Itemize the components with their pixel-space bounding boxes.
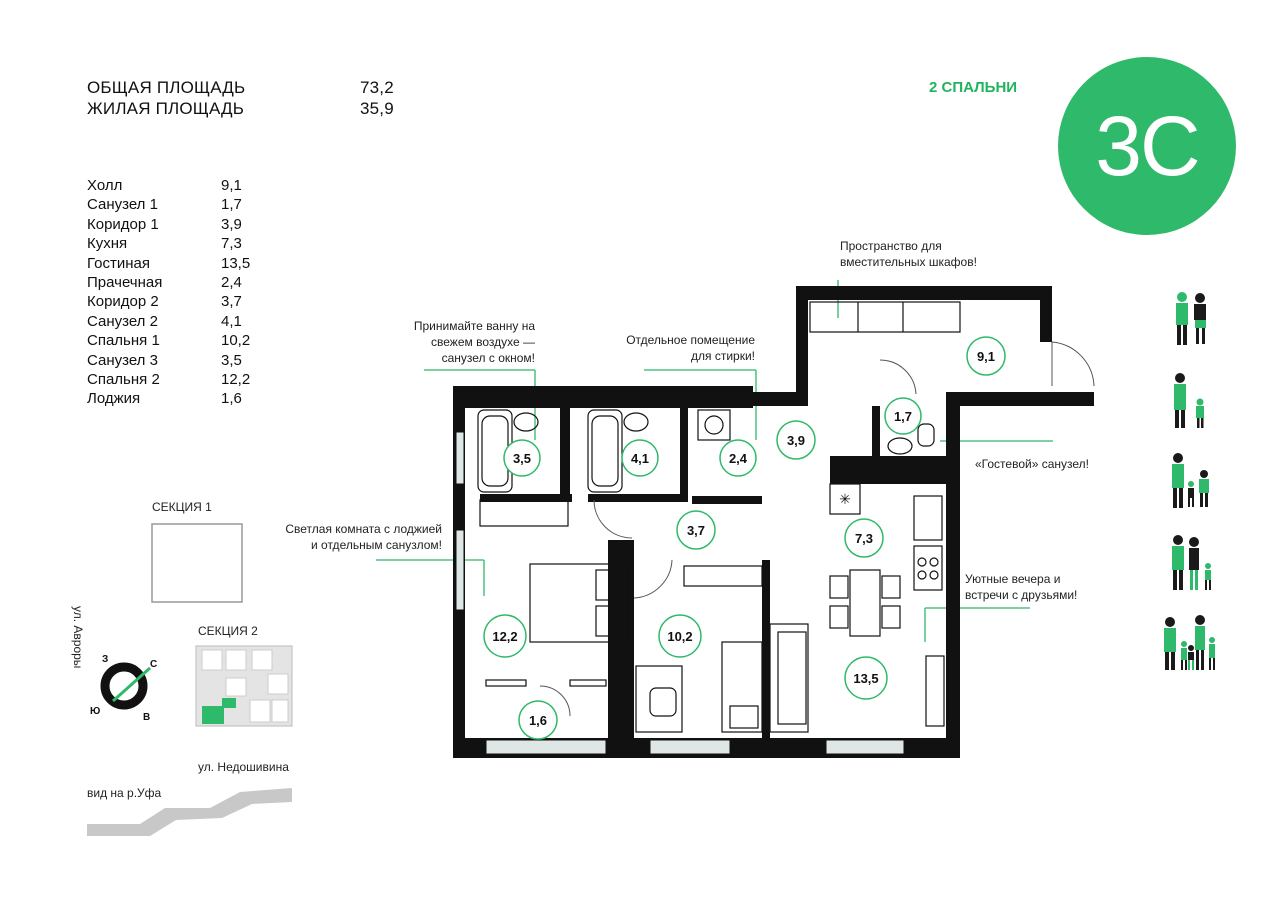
family-of-three-icon (1172, 453, 1209, 508)
callout-bath-window: Принимайте ванну на свежем воздухе — сан… (413, 319, 535, 365)
section1-label: СЕКЦИЯ 1 (152, 500, 212, 514)
family-of-five-icon (1164, 615, 1215, 670)
compass-south: Ю (90, 706, 100, 717)
door-swings (539, 341, 1095, 717)
label-laundry: 2,4 (729, 451, 748, 466)
street-nedoshivina-label: ул. Недошивина (198, 760, 289, 774)
apartment-highlight (202, 706, 224, 724)
kitchen-furniture: ✳ (769, 483, 945, 733)
bedroom-furniture (479, 394, 1079, 733)
callout-laundry: Отдельное помещение для стирки! (626, 333, 755, 363)
callout-guest-wc: «Гостевой» санузел! (975, 457, 1089, 471)
label-corr2: 3,7 (687, 523, 705, 538)
bathroom-fixtures (477, 409, 947, 493)
couple-figure-icon (1176, 292, 1206, 345)
apartment-code-badge: 3С (1058, 57, 1236, 235)
compass-needle-icon (112, 666, 151, 703)
svg-text:✳: ✳ (839, 491, 851, 507)
label-kitchen: 7,3 (855, 531, 873, 546)
section1-outline (151, 523, 243, 603)
living-area-label: ЖИЛАЯ ПЛОЩАДЬ (87, 99, 245, 118)
compass-east: В (143, 712, 150, 723)
room-area-labels: 9,1 1,7 3,9 3,5 4,1 2,4 3,7 7,3 12,2 10,… (483, 336, 1006, 740)
section2-label: СЕКЦИЯ 2 (198, 624, 258, 638)
label-hall: 9,1 (977, 349, 995, 364)
living-area-value: 35,9 (360, 99, 394, 118)
family-figures (1164, 292, 1215, 670)
compass-icon (100, 662, 148, 710)
total-area-value: 73,2 (360, 78, 394, 97)
label-corr1: 3,9 (787, 433, 805, 448)
parent-child-figure-icon (1174, 373, 1204, 428)
bedrooms-label: 2 СПАЛЬНИ (929, 79, 1018, 96)
label-living: 13,5 (853, 671, 878, 686)
label-bed1: 10,2 (667, 629, 692, 644)
family-of-four-icon (1172, 535, 1211, 590)
callout-cozy: Уютные вечера и встречи с друзьями! (965, 572, 1078, 602)
label-wc1: 1,7 (894, 409, 912, 424)
river-shape (87, 788, 292, 836)
compass-west: З (102, 654, 108, 665)
label-bath2: 4,1 (631, 451, 649, 466)
total-area-label: ОБЩАЯ ПЛОЩАДЬ (87, 78, 246, 97)
callout-bright-room: Светлая комната с лоджией и отдельным са… (285, 522, 442, 552)
site-plan: З С Ю В (87, 523, 293, 836)
label-loggia: 1,6 (529, 713, 547, 728)
label-bed2: 12,2 (492, 629, 517, 644)
street-aurora-label: ул. Авроры (71, 606, 85, 669)
callout-wardrobe: Пространство для вместительных шкафов! (840, 239, 977, 269)
compass-north: С (150, 659, 157, 670)
windows (455, 431, 905, 755)
river-view-label: вид на р.Уфа (87, 786, 162, 800)
wardrobes (809, 301, 961, 333)
label-bath3: 3,5 (513, 451, 531, 466)
